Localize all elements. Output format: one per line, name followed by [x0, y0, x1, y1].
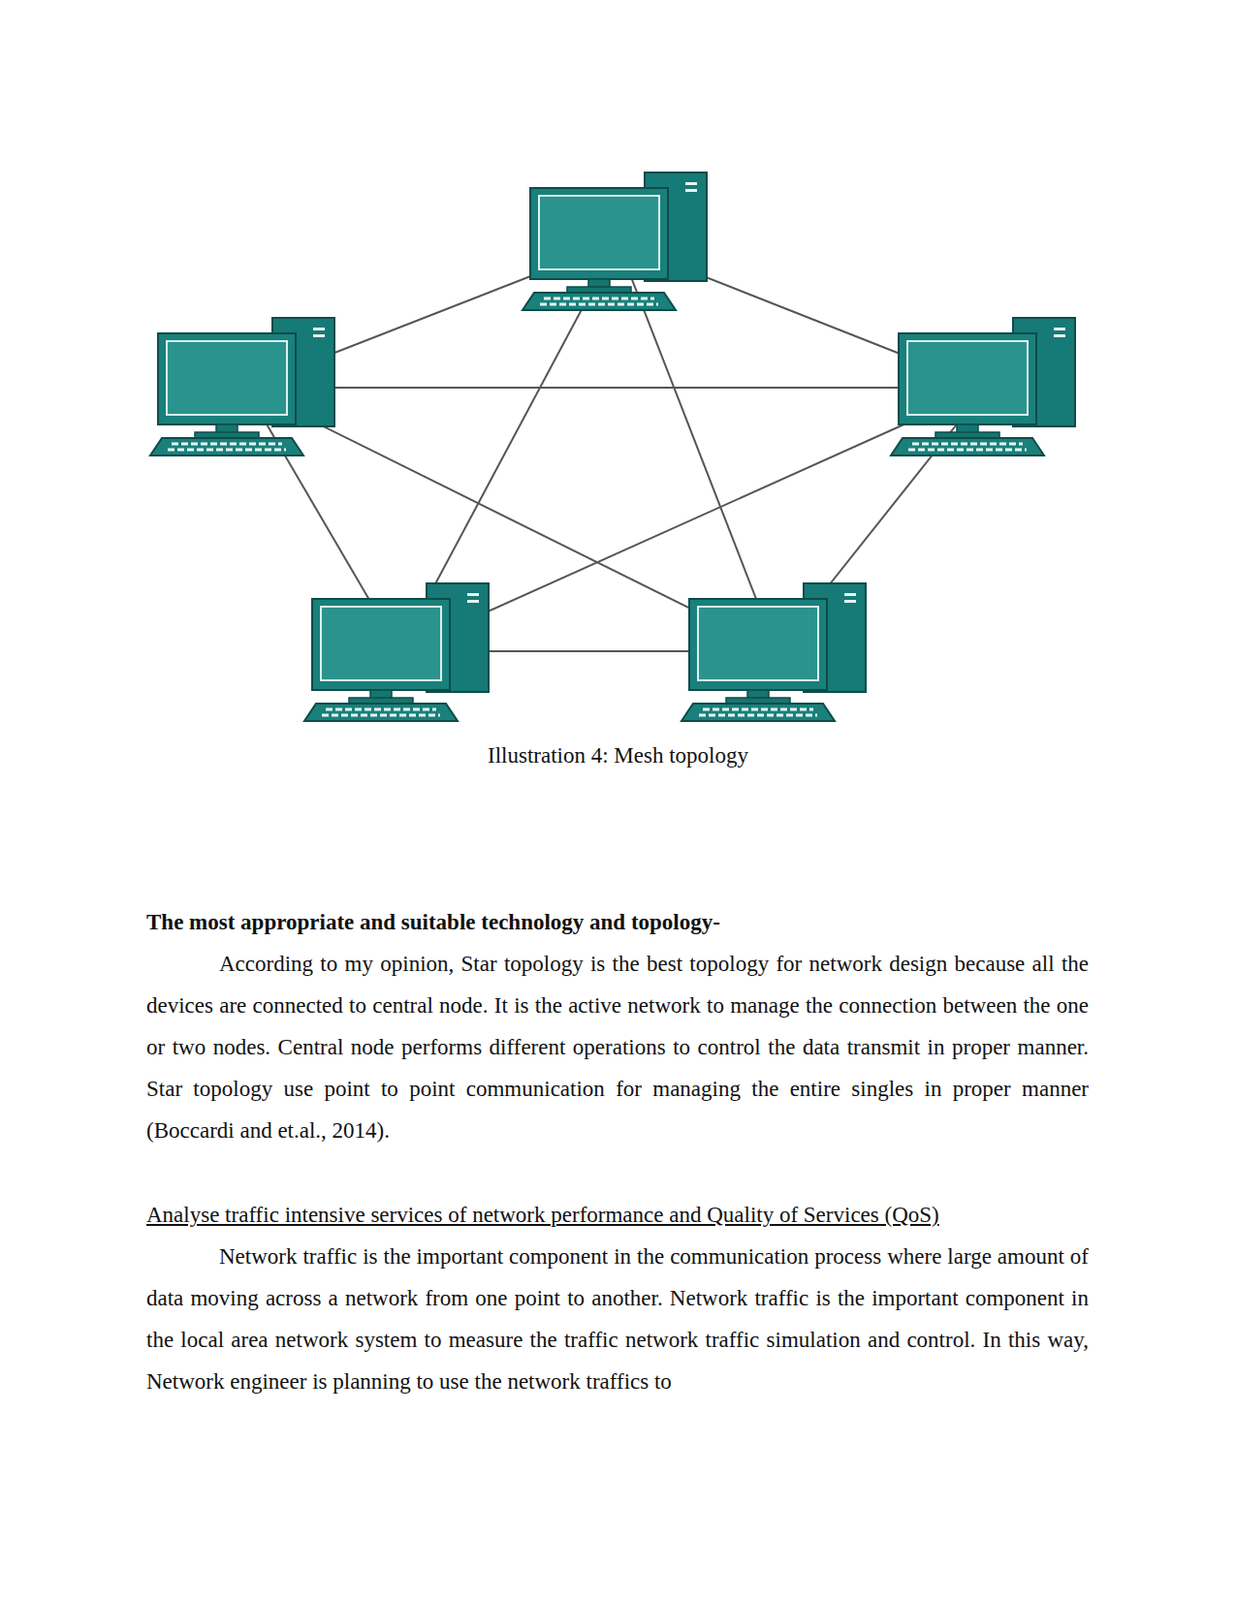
sub-heading: Analyse traffic intensive services of ne… [146, 1194, 1097, 1236]
body-paragraph: According to my opinion, Star topology i… [146, 943, 1089, 1152]
body-paragraph: Network traffic is the important compone… [146, 1236, 1089, 1403]
mesh-topology-illustration [0, 0, 1236, 776]
section-heading: The most appropriate and suitable techno… [146, 901, 1097, 944]
figure-caption: Illustration 4: Mesh topology [0, 734, 1236, 777]
